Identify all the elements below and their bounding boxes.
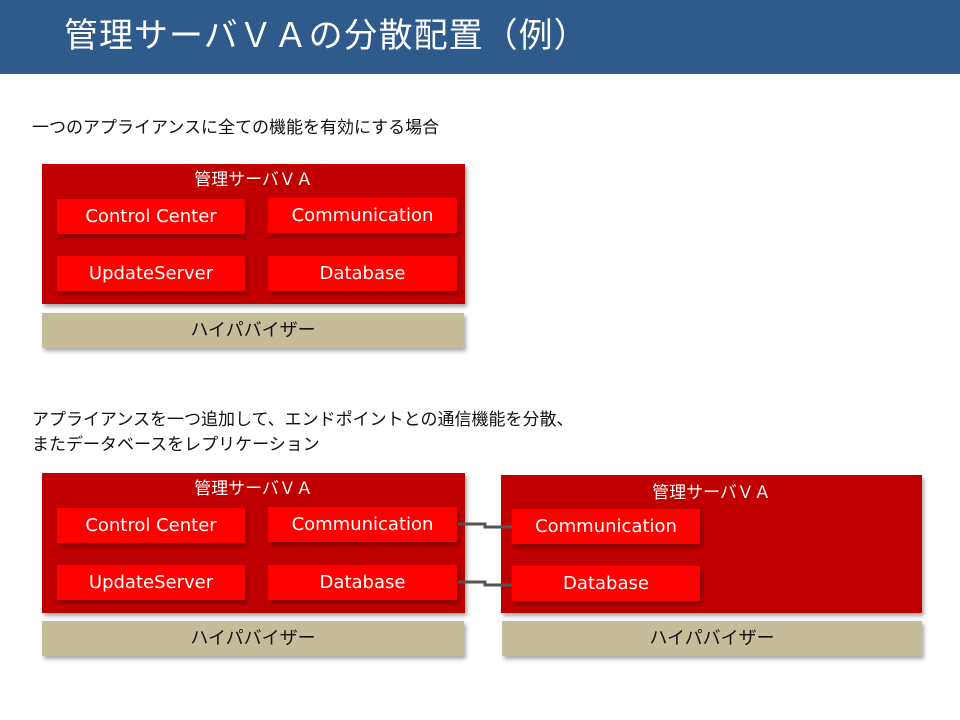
- component-control-center: Control Center: [57, 508, 245, 543]
- component-control-center: Control Center: [57, 199, 245, 234]
- va-title: 管理サーバＶＡ: [194, 479, 313, 499]
- va-box-secondary: 管理サーバＶＡ Communication Database: [501, 475, 922, 613]
- component-communication: Communication: [268, 198, 457, 233]
- slide-header: 管理サーバＶＡの分散配置（例）: [0, 0, 960, 74]
- hypervisor-secondary: ハイパバイザー: [502, 621, 922, 656]
- scenario2-caption-line1: アプライアンスを一つ追加して、エンドポイントとの通信機能を分散、: [32, 410, 574, 430]
- va-box-single: 管理サーバＶＡ Control Center Communication Upd…: [42, 164, 465, 304]
- hypervisor-primary: ハイパバイザー: [42, 621, 464, 656]
- scenario2-caption-line2: またデータベースをレプリケーション: [32, 435, 320, 455]
- slide-title: 管理サーバＶＡの分散配置（例）: [64, 16, 589, 56]
- scenario1-caption: 一つのアプライアンスに全ての機能を有効にする場合: [32, 118, 440, 138]
- component-updateserver: UpdateServer: [57, 256, 245, 291]
- va-box-primary: 管理サーバＶＡ Control Center Communication Upd…: [42, 473, 465, 613]
- component-database: Database: [268, 565, 457, 600]
- component-updateserver: UpdateServer: [57, 565, 245, 600]
- component-database: Database: [512, 566, 700, 601]
- hypervisor-single: ハイパバイザー: [42, 313, 464, 348]
- component-communication: Communication: [268, 507, 457, 542]
- component-communication: Communication: [512, 509, 700, 544]
- va-title: 管理サーバＶＡ: [194, 170, 313, 190]
- va-title: 管理サーバＶＡ: [652, 483, 771, 503]
- component-database: Database: [268, 256, 457, 291]
